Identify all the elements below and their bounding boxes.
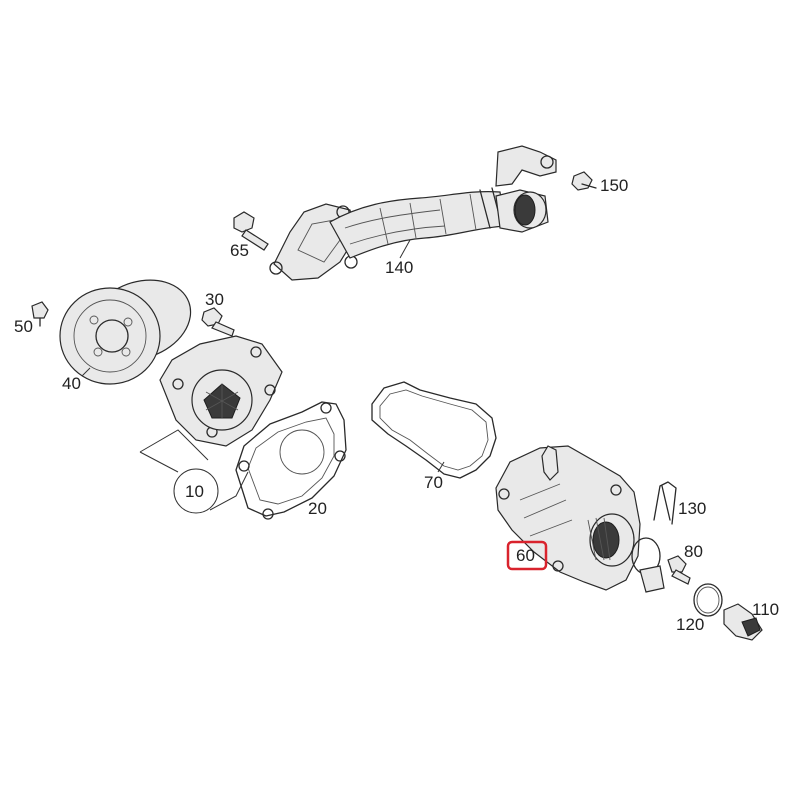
thermostat-housing-part-60[interactable] <box>495 445 665 593</box>
label-20: 20 <box>308 499 327 518</box>
callout-circle-10 <box>173 468 219 514</box>
bolt-part-80[interactable] <box>667 555 691 585</box>
label-30: 30 <box>205 290 224 309</box>
highlight-box-60 <box>506 540 548 571</box>
label-80: 80 <box>684 542 703 561</box>
label-40: 40 <box>62 374 81 393</box>
label-120: 120 <box>676 615 704 634</box>
label-110: 110 <box>752 600 779 619</box>
label-60: 60 <box>516 546 535 565</box>
leader-10 <box>139 429 249 511</box>
coolant-hose-part-140[interactable] <box>269 145 557 281</box>
gasket-part-20[interactable] <box>235 401 347 520</box>
label-10: 10 <box>185 482 204 501</box>
bolt-part-150[interactable] <box>571 171 597 191</box>
sensor-part-110[interactable] <box>723 603 763 641</box>
o-ring-part-120[interactable] <box>693 583 723 617</box>
bolt-part-65[interactable] <box>233 211 269 251</box>
label-140: 140 <box>385 258 413 277</box>
label-130: 130 <box>678 499 706 518</box>
label-65: 65 <box>230 241 249 260</box>
label-150: 150 <box>600 176 628 195</box>
clip-part-130[interactable] <box>653 481 677 525</box>
water-pump-part-10[interactable] <box>159 335 283 447</box>
pulley-part-40[interactable] <box>59 267 202 385</box>
label-50: 50 <box>14 317 33 336</box>
gasket-part-70[interactable] <box>371 381 497 479</box>
bolt-part-50[interactable] <box>31 301 49 327</box>
bolt-part-30[interactable] <box>201 307 235 337</box>
label-70: 70 <box>424 473 443 492</box>
